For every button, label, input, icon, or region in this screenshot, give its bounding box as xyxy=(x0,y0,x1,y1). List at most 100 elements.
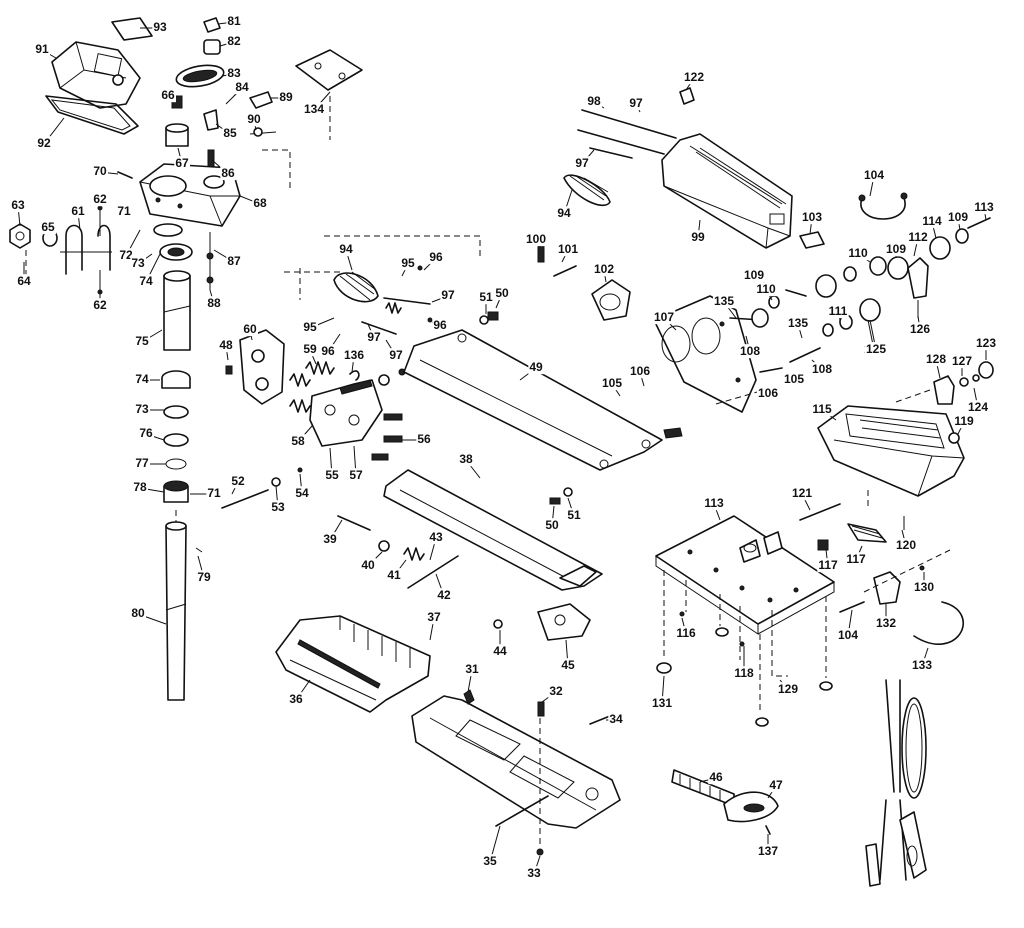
part-115-base-plate xyxy=(655,515,835,635)
part-number-callout: 43 xyxy=(429,530,443,544)
part-50-51-fasteners xyxy=(479,311,573,505)
callout-background xyxy=(92,192,108,207)
callout-background xyxy=(40,220,56,235)
callout-background xyxy=(884,242,908,257)
part-number-callout: 97 xyxy=(441,288,455,302)
callout-background xyxy=(70,204,86,219)
part-number-callout: 130 xyxy=(914,580,934,594)
part-number-callout: 118 xyxy=(734,666,754,680)
part-number-callout: 103 xyxy=(802,210,822,224)
part-49-arm xyxy=(403,329,683,471)
callout-background xyxy=(874,616,898,631)
part-number-callout: 50 xyxy=(545,518,559,532)
part-number-callout: 37 xyxy=(427,610,441,624)
part-number-callout: 55 xyxy=(325,468,339,482)
part-66-67-bushing xyxy=(165,95,189,147)
callout-background xyxy=(342,348,366,363)
part-70-pin xyxy=(117,171,133,179)
part-number-callout: 123 xyxy=(976,336,996,350)
part-61-clamp xyxy=(60,205,112,295)
part-number-callout: 78 xyxy=(133,480,147,494)
part-number-callout: 119 xyxy=(954,414,974,428)
callout-background xyxy=(862,168,886,183)
callout-background xyxy=(426,610,442,625)
part-46-47-strap xyxy=(671,769,779,835)
callout-background xyxy=(586,94,602,109)
part-number-callout: 137 xyxy=(758,844,778,858)
part-45-clamp xyxy=(493,603,591,641)
part-number-callout: 95 xyxy=(401,256,415,270)
part-104-loop xyxy=(860,197,906,220)
callout-background xyxy=(910,658,934,673)
part-132-133-coil xyxy=(865,679,927,887)
part-81-82-knob xyxy=(203,17,221,55)
callout-background xyxy=(174,156,190,171)
part-number-callout: 47 xyxy=(769,778,783,792)
part-number-callout: 64 xyxy=(17,274,31,288)
part-80-shaft xyxy=(165,521,203,701)
callout-background xyxy=(338,242,354,257)
callout-background xyxy=(458,452,474,467)
callout-background xyxy=(924,352,948,367)
part-number-callout: 115 xyxy=(812,402,832,416)
part-number-callout: 86 xyxy=(221,166,235,180)
callout-background xyxy=(234,80,250,95)
callout-background xyxy=(907,230,930,245)
part-number-callout: 100 xyxy=(526,232,546,246)
part-87-88-screws xyxy=(206,232,214,290)
part-number-callout: 51 xyxy=(567,508,581,522)
part-number-callout: 113 xyxy=(974,200,994,214)
callout-background xyxy=(782,372,806,387)
part-number-callout: 59 xyxy=(303,342,317,356)
callout-background xyxy=(953,414,976,429)
callout-background xyxy=(294,486,310,501)
callout-background xyxy=(290,434,306,449)
part-number-callout: 134 xyxy=(304,102,324,116)
callout-background xyxy=(482,854,498,869)
callout-background xyxy=(908,322,932,337)
part-number-callout: 50 xyxy=(495,286,509,300)
part-number-callout: 99 xyxy=(691,230,705,244)
part-number-callout: 109 xyxy=(744,268,764,282)
part-number-callout: 97 xyxy=(389,348,403,362)
callout-background xyxy=(138,274,154,289)
part-number-callout: 88 xyxy=(207,296,221,310)
part-number-callout: 81 xyxy=(227,14,241,28)
part-number-callout: 106 xyxy=(630,364,650,378)
part-number-callout: 117 xyxy=(846,552,866,566)
callout-background xyxy=(786,316,810,331)
part-number-callout: 105 xyxy=(602,376,622,390)
part-75-tube xyxy=(163,270,191,351)
part-number-callout: 97 xyxy=(629,96,643,110)
part-number-callout: 94 xyxy=(557,206,571,220)
part-number-callout: 54 xyxy=(295,486,309,500)
part-number-callout: 108 xyxy=(740,344,760,358)
callout-background xyxy=(134,372,150,387)
part-112-113-bracket xyxy=(907,257,929,318)
part-number-callout: 42 xyxy=(437,588,451,602)
callout-background xyxy=(288,692,304,707)
callout-background xyxy=(733,666,756,681)
callout-background xyxy=(864,342,888,357)
callout-background xyxy=(436,588,452,603)
callout-background xyxy=(628,364,652,379)
part-number-callout: 49 xyxy=(529,360,543,374)
callout-background xyxy=(16,274,32,289)
part-72-74-collars xyxy=(153,223,193,261)
part-number-callout: 90 xyxy=(247,112,261,126)
part-number-callout: 102 xyxy=(594,262,614,276)
callout-background xyxy=(560,658,576,673)
part-74-78-stack xyxy=(161,370,191,503)
part-104-lower-loop xyxy=(913,601,964,645)
part-number-callout: 127 xyxy=(952,354,972,368)
callout-background xyxy=(138,426,154,441)
part-number-callout: 62 xyxy=(93,192,107,206)
part-97-98-cables xyxy=(577,109,677,159)
part-number-callout: 98 xyxy=(587,94,601,108)
part-number-callout: 121 xyxy=(792,486,812,500)
callout-background xyxy=(845,552,868,567)
callout-background xyxy=(836,628,860,643)
part-number-callout: 46 xyxy=(709,770,723,784)
part-123-pedal xyxy=(817,405,965,497)
